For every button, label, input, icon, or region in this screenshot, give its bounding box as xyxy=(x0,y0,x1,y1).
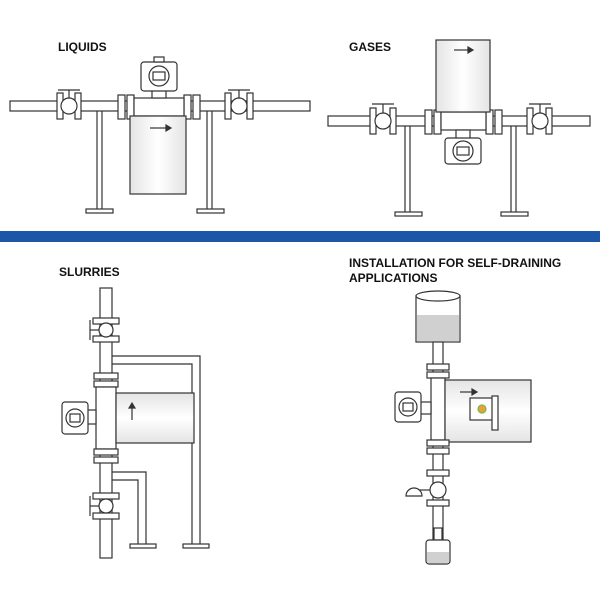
gases-installation xyxy=(327,39,591,217)
gases-meter-body xyxy=(435,39,491,113)
liquids-title: LIQUIDS xyxy=(58,40,107,54)
liquids-meter-body xyxy=(129,115,187,195)
self-draining-installation xyxy=(394,290,532,565)
slurries-meter-body xyxy=(115,392,195,444)
self-draining-title-line1: INSTALLATION FOR SELF-DRAINING xyxy=(349,256,562,270)
self-draining-title: INSTALLATION FOR SELF-DRAINING APPLICATI… xyxy=(349,256,561,286)
slurries-title: SLURRIES xyxy=(59,265,120,279)
section-divider xyxy=(0,231,600,242)
slurries-installation xyxy=(61,287,210,559)
liquids-installation xyxy=(9,56,311,214)
gases-title: GASES xyxy=(349,40,392,54)
self-draining-title-line2: APPLICATIONS xyxy=(349,271,438,285)
